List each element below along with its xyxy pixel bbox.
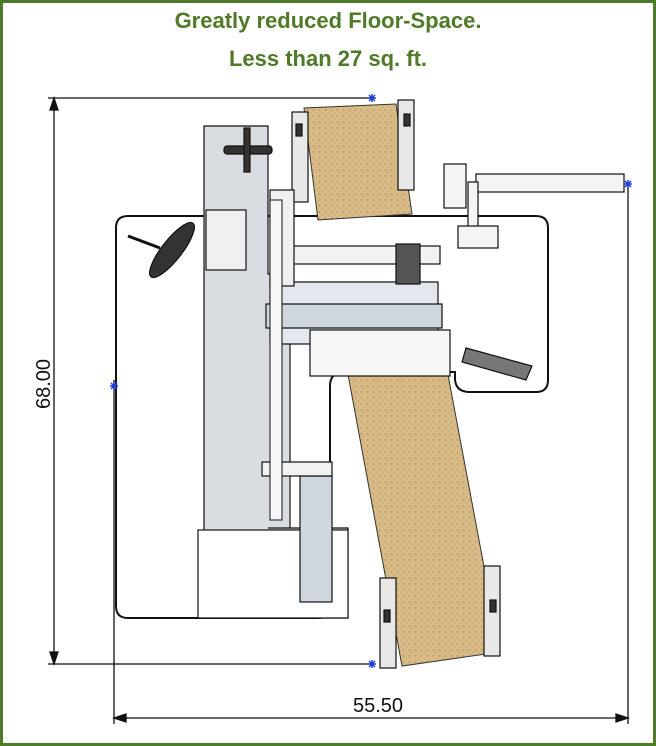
height-dimension bbox=[48, 95, 372, 667]
upper-conveyor bbox=[303, 103, 413, 221]
width-dimension bbox=[111, 184, 631, 724]
lower-slide bbox=[261, 461, 333, 603]
cutter-disc bbox=[127, 221, 195, 279]
reference-markers bbox=[110, 94, 632, 668]
lower-roller-bracket bbox=[379, 565, 501, 669]
headline-area: Less than 27 sq. ft. bbox=[228, 46, 428, 71]
width-dimension-label: 55.50 bbox=[353, 695, 403, 717]
height-dimension-label: 68.00 bbox=[33, 359, 55, 409]
vertical-rail bbox=[269, 199, 283, 521]
headline-floor-space: Greatly reduced Floor-Space. bbox=[174, 8, 482, 33]
upper-roller-bracket bbox=[291, 99, 415, 203]
top-right-arm bbox=[443, 163, 625, 249]
control-pad bbox=[461, 347, 533, 381]
panel-handle bbox=[223, 127, 273, 173]
